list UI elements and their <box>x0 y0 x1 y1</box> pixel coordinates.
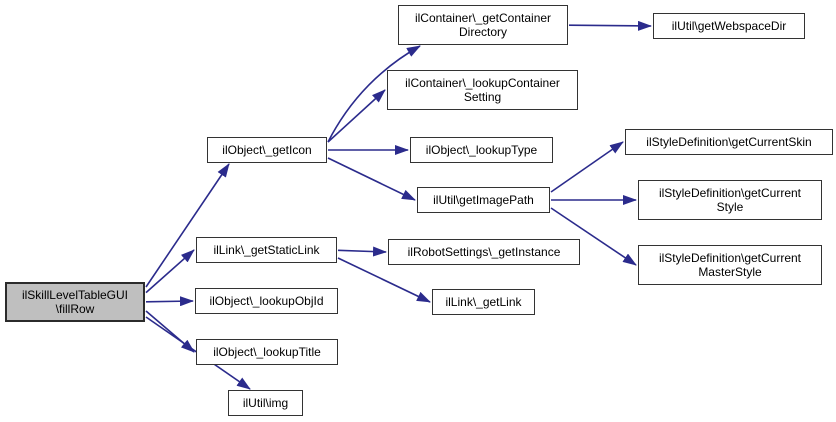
edge-fillRow-to-lookupObjId <box>145 296 194 307</box>
node-getImagePath[interactable]: ilUtil\getImagePath <box>417 187 550 213</box>
node-label: ilUtil\getImagePath <box>433 193 534 207</box>
node-label: ilObject\_lookupObjId <box>209 294 324 308</box>
node-label: \fillRow <box>55 302 95 316</box>
edge-fillRow-to-getIcon <box>145 163 230 288</box>
node-label: MasterStyle <box>698 265 762 279</box>
edge-getStaticLink-to-getInstance <box>337 246 387 257</box>
node-label: ilContainer\_lookupContainer <box>405 76 560 90</box>
edge-getIcon-to-getContainerDirectory <box>327 45 421 143</box>
node-label: ilUtil\getWebspaceDir <box>671 19 787 33</box>
node-label: ilSkillLevelTableGUI <box>21 288 129 302</box>
node-label: Style <box>716 200 744 214</box>
node-getStaticLink[interactable]: ilLink\_getStaticLink <box>196 237 337 263</box>
node-label: ilStyleDefinition\getCurrent <box>658 251 802 265</box>
node-label: ilLink\_getLink <box>445 295 522 309</box>
node-label: ilObject\_lookupTitle <box>213 345 321 359</box>
edge-getImagePath-to-getCurrentSkin <box>550 141 624 193</box>
node-label: ilLink\_getStaticLink <box>213 243 320 257</box>
node-label: ilRobotSettings\_getInstance <box>407 245 561 259</box>
edge-getContainerDirectory-to-getWebspaceDir <box>568 20 652 31</box>
node-getCurrentSkin[interactable]: ilStyleDefinition\getCurrentSkin <box>625 129 833 155</box>
node-lookupType[interactable]: ilObject\_lookupType <box>410 137 553 163</box>
node-lookupObjId[interactable]: ilObject\_lookupObjId <box>195 288 338 314</box>
node-label: ilStyleDefinition\getCurrent <box>658 186 802 200</box>
node-getInstance[interactable]: ilRobotSettings\_getInstance <box>388 239 580 265</box>
edge-fillRow-to-getStaticLink <box>145 249 195 294</box>
node-getIcon[interactable]: ilObject\_getIcon <box>207 137 327 163</box>
node-lookupTitle[interactable]: ilObject\_lookupTitle <box>196 339 338 365</box>
edge-getIcon-to-getImagePath <box>327 157 416 201</box>
node-label: ilObject\_lookupType <box>425 143 538 157</box>
node-label: ilContainer\_getContainer <box>414 11 552 25</box>
node-fillRow: ilSkillLevelTableGUI\fillRow <box>5 282 145 322</box>
edge-getStaticLink-to-getLink <box>337 257 431 303</box>
node-label: ilStyleDefinition\getCurrentSkin <box>646 135 812 149</box>
edge-getImagePath-to-getCurrentMasterStyle <box>550 207 637 266</box>
node-getWebspaceDir[interactable]: ilUtil\getWebspaceDir <box>653 13 805 39</box>
node-getLink[interactable]: ilLink\_getLink <box>432 289 535 315</box>
edge-getIcon-to-lookupContainerSetting <box>327 89 386 143</box>
node-label: Directory <box>458 25 507 39</box>
node-label: ilUtil\img <box>242 396 289 410</box>
node-label: Setting <box>463 90 502 104</box>
node-img[interactable]: ilUtil\img <box>228 390 303 416</box>
node-label: ilObject\_getIcon <box>222 143 312 157</box>
